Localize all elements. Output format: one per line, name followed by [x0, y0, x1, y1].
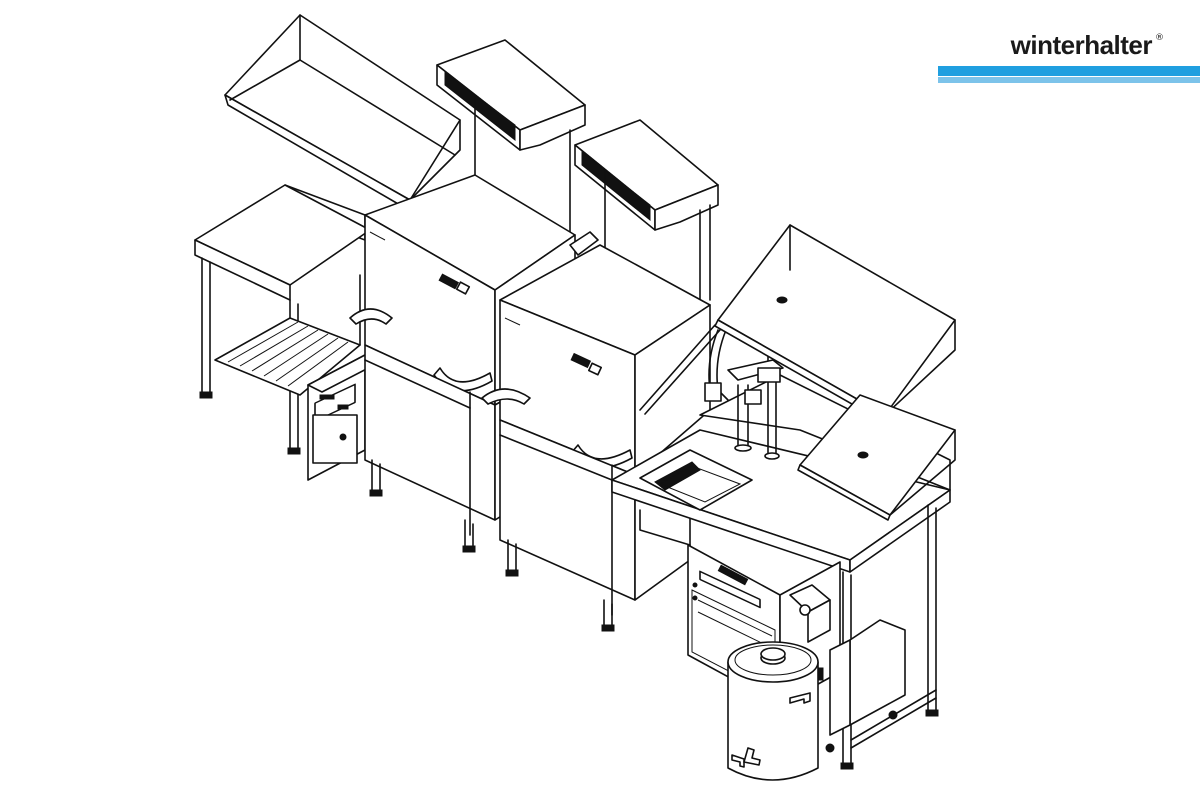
- registered-mark: ®: [1155, 33, 1164, 43]
- waste-bin: [727, 641, 819, 781]
- brand-logo: winterhalter ®: [938, 30, 1200, 92]
- brand-bar-secondary: [938, 77, 1200, 83]
- pre-rinse-spray-tap: [704, 329, 784, 460]
- brand-bar-primary: [938, 66, 1200, 76]
- sink-table: [611, 374, 951, 770]
- wall-shelves: [714, 224, 956, 521]
- dishwasher-unit-2: [481, 119, 721, 632]
- side-shelf: [569, 231, 599, 256]
- brand-name: winterhalter: [1010, 30, 1153, 60]
- inlet-table-with-hood: [194, 14, 461, 481]
